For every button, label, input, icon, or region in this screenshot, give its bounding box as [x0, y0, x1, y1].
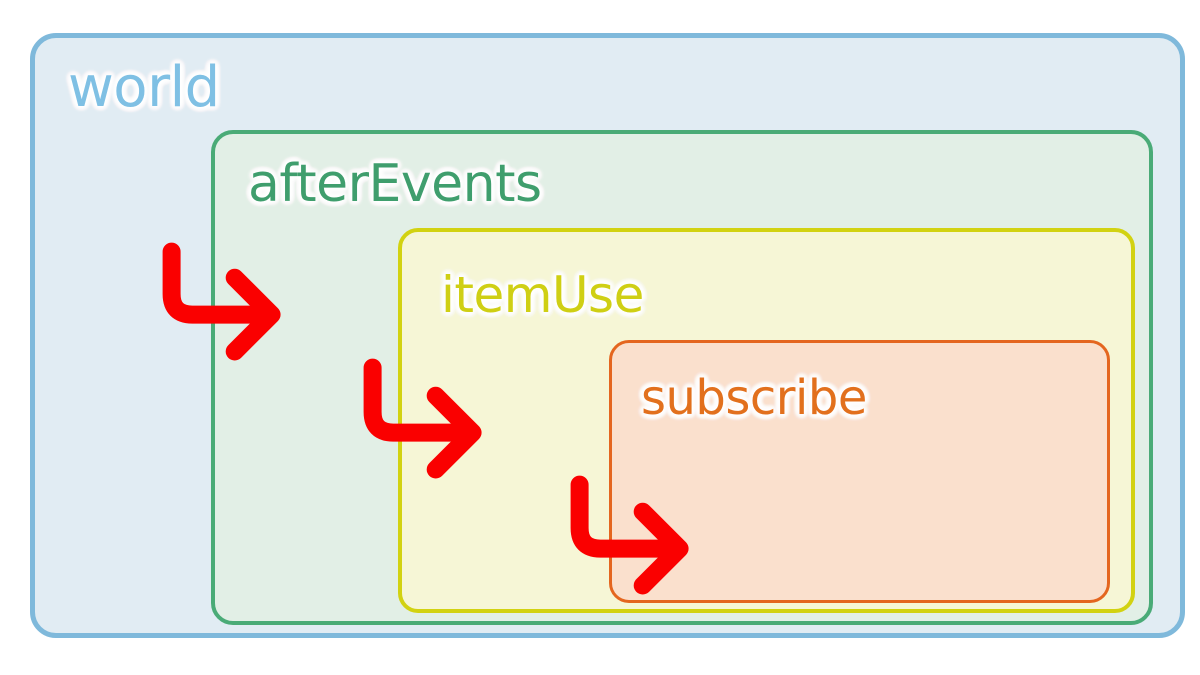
scope-label-world: world	[68, 55, 220, 120]
arrow-afterevents-to-itemuse-icon	[363, 358, 482, 479]
arrow-world-to-afterevents-icon	[162, 242, 281, 361]
scope-label-itemuse: itemUse	[441, 266, 644, 324]
scope-label-afterevents: afterEvents	[248, 154, 542, 214]
scope-box-subscribe	[609, 340, 1110, 603]
scope-label-subscribe: subscribe	[641, 370, 867, 426]
arrow-itemuse-to-subscribe-icon	[570, 475, 689, 595]
